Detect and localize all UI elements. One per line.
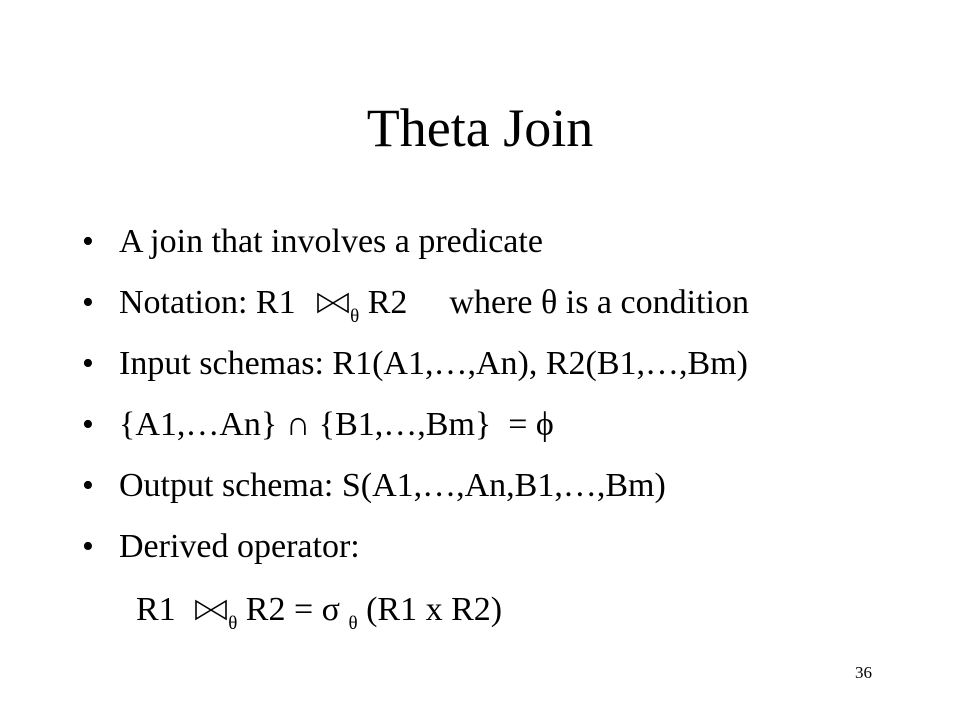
notation-r2: R2: [367, 284, 408, 321]
bullet-item-derived: • Derived operator:: [0, 523, 960, 571]
bullet-marker: •: [82, 528, 94, 565]
bullet-marker: •: [82, 345, 94, 382]
bullet-text: Output schema: S(A1,…,An,B1,…,Bm): [119, 467, 666, 504]
bullet-text: {A1,…An} ∩ {B1,…,Bm} = ϕ: [119, 406, 554, 443]
derived-formula: R1 θ R2 = σ θ (R1 x R2): [0, 586, 960, 634]
formula-product: (R1 x R2): [366, 591, 503, 628]
notation-r1: Notation: R1: [119, 284, 296, 321]
bullet-text: Input schemas: R1(A1,…,An), R2(B1,…,Bm): [119, 345, 748, 382]
slide-title: Theta Join: [366, 98, 594, 158]
notation-where: where θ is a condition: [449, 284, 749, 321]
formula-theta: θ: [228, 613, 238, 634]
formula-r1: R1: [136, 591, 176, 628]
formula-text: R1 θ R2 = σ θ (R1 x R2): [136, 586, 502, 639]
bullet-text: Derived operator:: [119, 528, 360, 565]
bullet-item-output-schema: • Output schema: S(A1,…,An,B1,…,Bm): [0, 462, 960, 510]
bullet-text: Notation: R1 θ R2 where θ is a condition: [119, 279, 749, 332]
bowtie-join-icon: [195, 599, 227, 621]
bullet-marker: •: [82, 223, 94, 260]
bowtie-join-icon: [317, 292, 349, 314]
notation-theta: θ: [350, 306, 360, 327]
bullet-item-predicate: • A join that involves a predicate: [0, 218, 960, 266]
formula-theta-sub: θ: [348, 613, 358, 634]
bullet-item-input-schemas: • Input schemas: R1(A1,…,An), R2(B1,…,Bm…: [0, 340, 960, 388]
bullet-marker: •: [82, 467, 94, 504]
bullet-marker: •: [82, 406, 94, 443]
bullet-item-notation: • Notation: R1 θ R2 where θ is a conditio…: [0, 279, 960, 327]
bullet-item-disjoint: • {A1,…An} ∩ {B1,…,Bm} = ϕ: [0, 401, 960, 449]
formula-r2-sigma: R2 = σ: [245, 591, 340, 628]
bullet-text: A join that involves a predicate: [119, 223, 543, 260]
bullet-marker: •: [82, 284, 94, 321]
slide-number: 36: [855, 663, 872, 682]
